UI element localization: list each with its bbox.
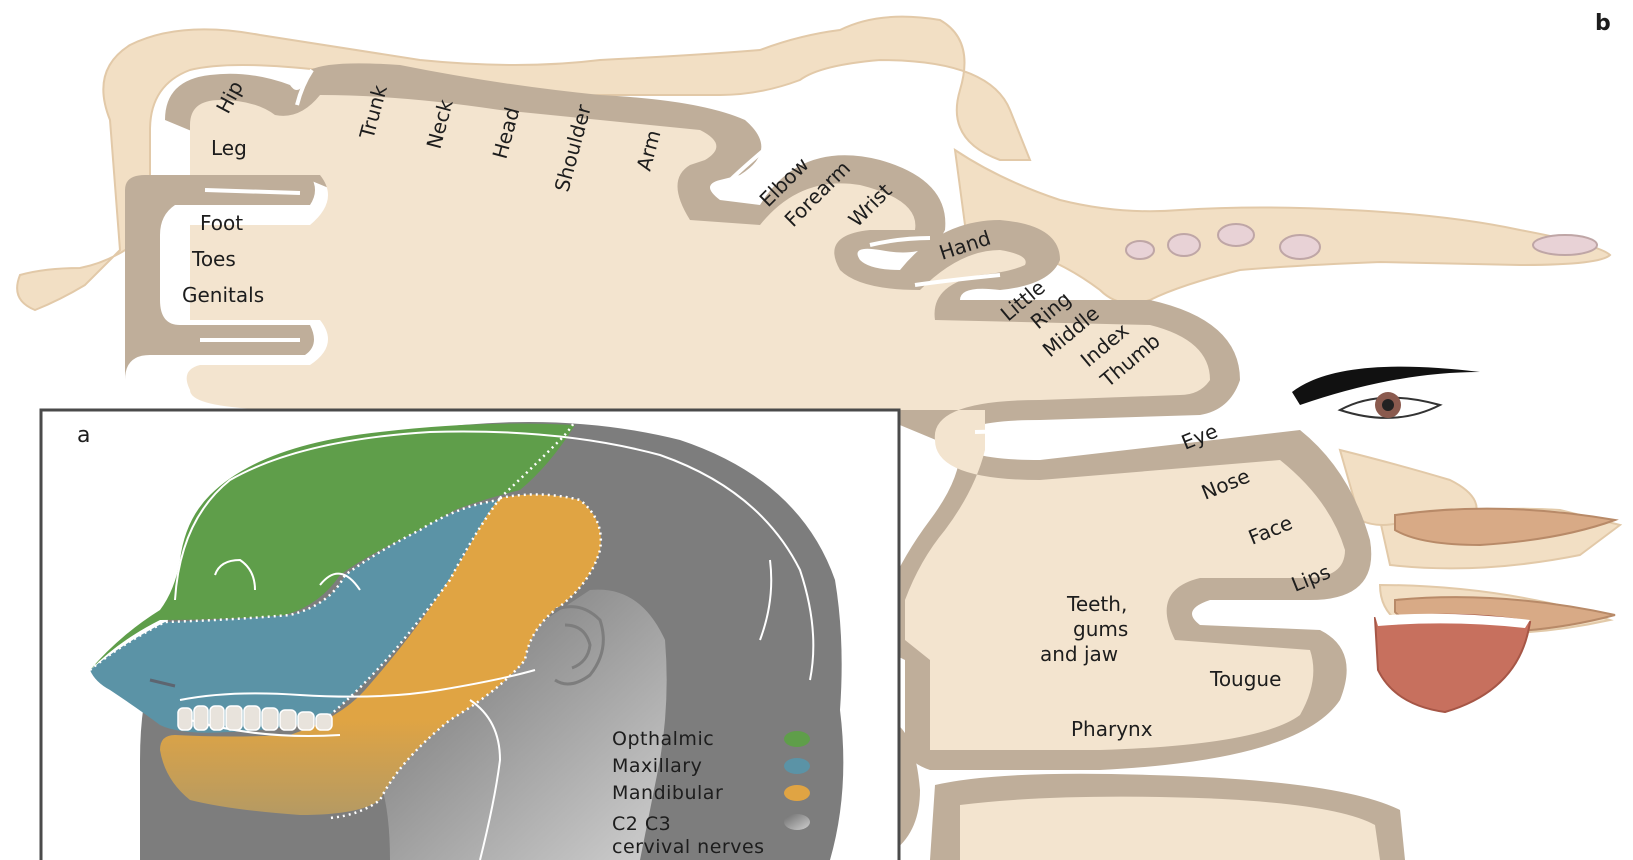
panel-a-inset: a Opthalmic Maxillary Mandibular C2 C3 c… (41, 410, 899, 860)
label-toes: Toes (191, 247, 236, 271)
legend-swatch-cervical (784, 814, 810, 830)
label-leg: Leg (211, 136, 247, 160)
label-genitals: Genitals (182, 283, 264, 307)
legend-swatch-mandibular (784, 785, 810, 801)
legend-label-cervical: C2 C3 (612, 813, 671, 835)
legend-label-cervical-line2: cervival nerves (612, 836, 765, 858)
label-teeth-line2: gums (1073, 617, 1128, 641)
label-pharynx: Pharynx (1071, 717, 1153, 741)
label-teeth-line3: and jaw (1040, 642, 1118, 666)
panel-b-letter: b (1595, 11, 1611, 36)
label-teeth-line1: Teeth, (1066, 592, 1127, 616)
label-foot: Foot (200, 211, 243, 235)
legend-label-mandibular: Mandibular (612, 782, 723, 804)
legend-label-opthalmic: Opthalmic (612, 728, 714, 750)
legend-swatch-maxillary (784, 758, 810, 774)
legend-swatch-opthalmic (784, 731, 810, 747)
panel-a-letter: a (77, 423, 90, 448)
legend-label-maxillary: Maxillary (612, 755, 702, 777)
label-tongue: Tougue (1209, 667, 1281, 691)
eye-drawing (1292, 367, 1480, 418)
